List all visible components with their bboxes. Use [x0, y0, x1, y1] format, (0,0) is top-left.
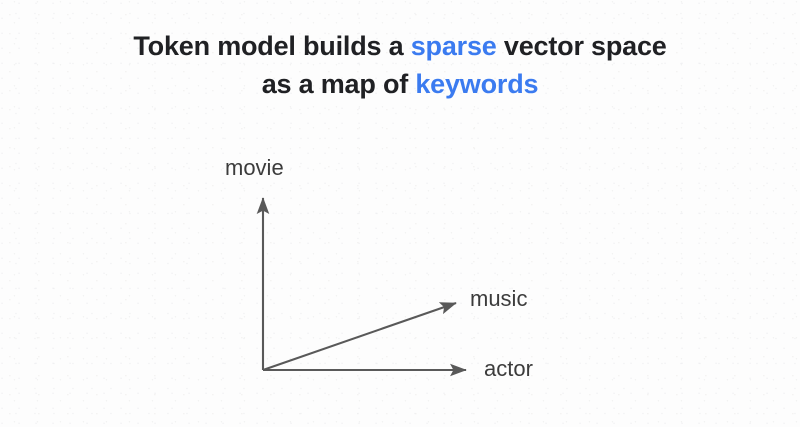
axis-label-movie: movie — [225, 155, 284, 180]
title-line-2: as a map of keywords — [0, 65, 800, 103]
diagonal-vector-line — [262, 302, 457, 371]
axis-label-actor: actor — [484, 356, 533, 381]
title-line-1-prefix: Token model builds a — [133, 31, 411, 61]
title-line-1-suffix: vector space — [496, 31, 667, 61]
title-keyword-sparse: sparse — [410, 31, 497, 61]
title-line-1: Token model builds a sparse vector space — [0, 27, 800, 65]
axis-label-music: music — [470, 286, 528, 311]
title-keyword-keywords: keywords — [415, 69, 539, 99]
page-title: Token model builds a sparse vector space… — [0, 27, 800, 103]
title-line-2-prefix: as a map of — [261, 69, 416, 99]
